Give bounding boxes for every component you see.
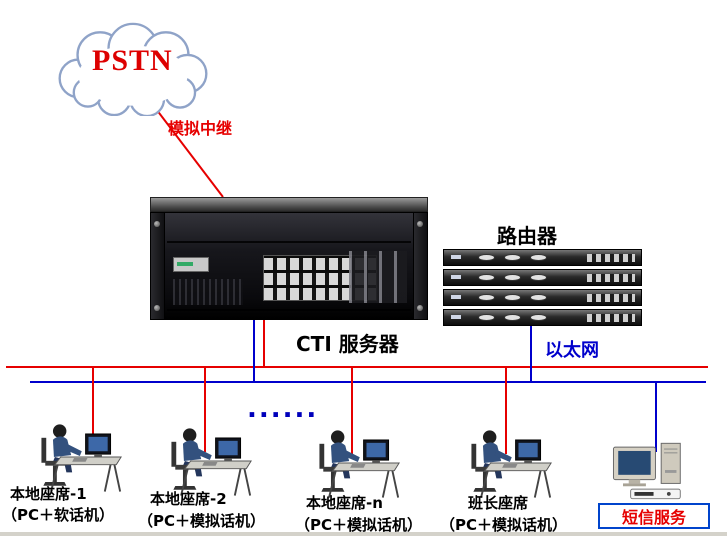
sms-service-box: 短信服务 (598, 503, 710, 529)
agent1-subtitle: （PC＋软话机） (2, 506, 115, 524)
pstn-cloud (58, 22, 208, 116)
more-agents-dots: ...... (247, 394, 319, 424)
server-vents (173, 279, 243, 305)
agent2-title: 本地座席-2 (150, 490, 227, 508)
supervisor-workstation (470, 429, 553, 499)
cti-server-label: CTI 服务器 (296, 332, 399, 356)
server-rack-ear-right (413, 213, 427, 319)
supervisor-subtitle: （PC＋模拟话机） (440, 516, 568, 534)
server-front-panel (150, 212, 428, 320)
server-rack-ear-left (151, 213, 165, 319)
agent2-subtitle: （PC＋模拟话机） (138, 512, 266, 530)
window-bottom-edge (0, 532, 727, 536)
ethernet-label: 以太网 (545, 340, 599, 361)
pstn-label: PSTN (92, 44, 173, 77)
router-label: 路由器 (497, 224, 557, 248)
agentn-workstation (318, 429, 401, 499)
router-unit (443, 249, 642, 266)
sms-service-label: 短信服务 (621, 508, 686, 527)
agentn-title: 本地座席-n (306, 494, 383, 512)
cti-server-device (150, 197, 428, 320)
sms-computer (612, 442, 681, 500)
router-device (443, 249, 642, 329)
agentn-subtitle: （PC＋模拟话机） (295, 516, 423, 534)
server-status-panel (173, 257, 209, 272)
supervisor-title: 班长座席 (468, 494, 529, 512)
router-unit (443, 309, 642, 326)
agent1-title: 本地座席-1 (10, 485, 87, 503)
server-top-face (150, 197, 428, 212)
analog-trunk-label: 模拟中继 (168, 119, 233, 138)
router-unit (443, 289, 642, 306)
router-unit (443, 269, 642, 286)
server-card-slots (349, 251, 407, 303)
